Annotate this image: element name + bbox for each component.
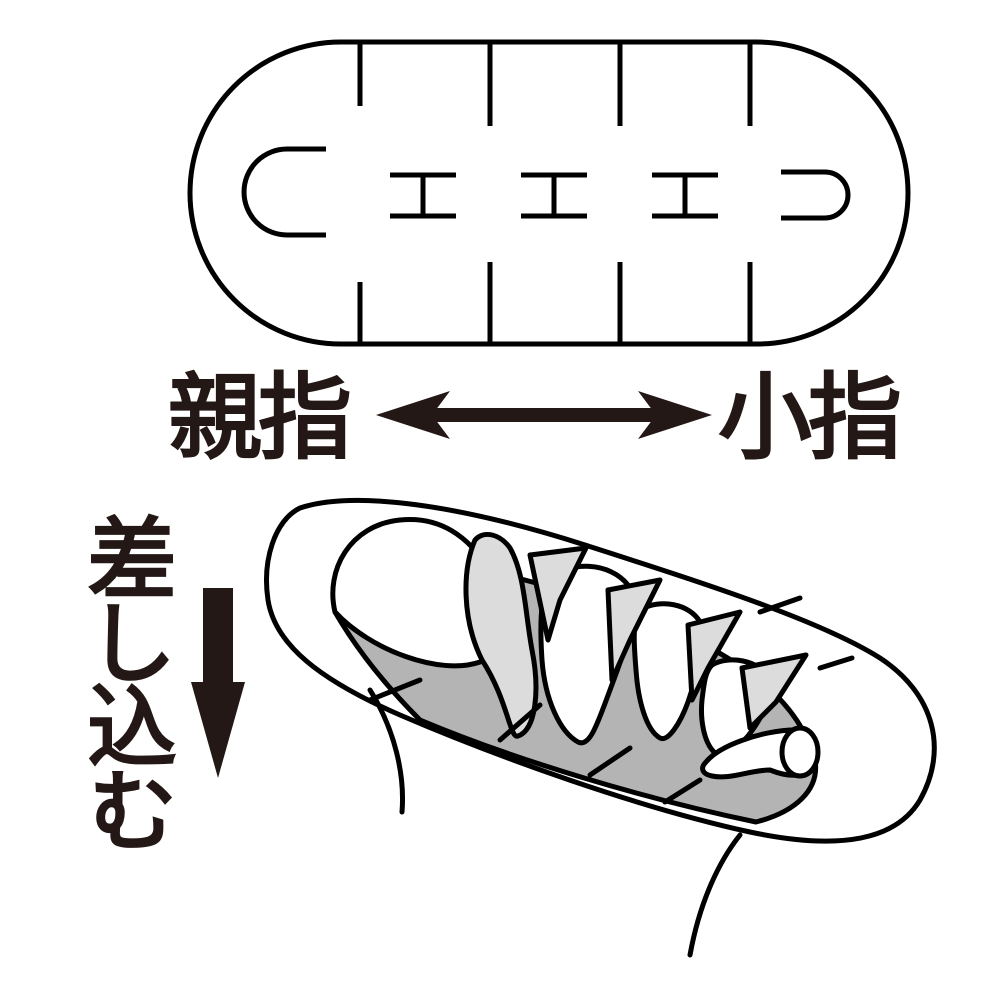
toe [631, 601, 706, 741]
foot-illustration [264, 497, 937, 958]
strap-line [757, 595, 803, 615]
c-cut-right [781, 169, 851, 221]
crease-line [497, 702, 543, 743]
pinky-side-label: 小指 [718, 364, 902, 473]
little-toe-tip [779, 725, 821, 779]
arrow-shaft [203, 588, 233, 690]
i-cut [521, 172, 587, 219]
crease-line [662, 777, 703, 805]
c-cut-left [241, 146, 326, 238]
separator-tab [685, 609, 743, 703]
arrow-head-down [191, 682, 245, 778]
separator-tab [527, 545, 589, 643]
pad-outline [187, 39, 911, 347]
separator-tab [605, 577, 663, 683]
i-cut [652, 172, 718, 219]
arrow-head-left [376, 391, 450, 439]
i-cut [390, 172, 456, 219]
arrow-shaft [424, 408, 668, 422]
arrow-head-right [638, 391, 712, 439]
insert-direction-label: 差し込む [71, 512, 176, 848]
crease-line [587, 745, 633, 778]
sole-line [687, 832, 743, 958]
separator-tab [463, 531, 539, 739]
double-arrow-icon [376, 391, 712, 439]
thumb-side-label: 親指 [168, 364, 352, 473]
down-arrow-icon [191, 588, 245, 778]
ankle-line [367, 687, 405, 815]
strap-line [817, 655, 855, 671]
slotted-pad-top-view [187, 39, 911, 347]
crease-line [367, 677, 423, 703]
separator-tab [739, 652, 809, 731]
